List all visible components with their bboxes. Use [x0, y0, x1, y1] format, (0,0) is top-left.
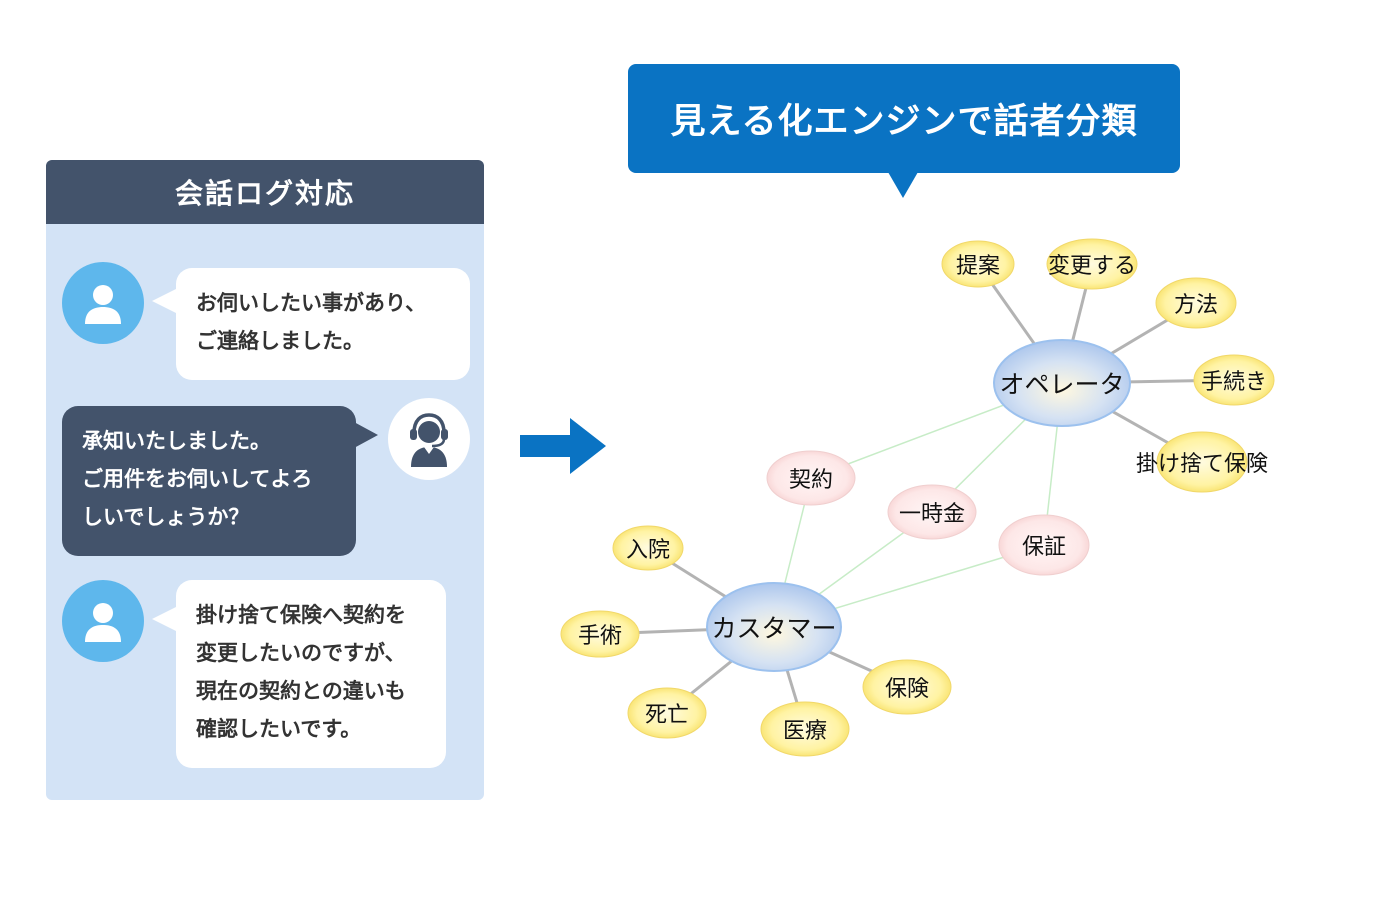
- customer-avatar-1: [62, 262, 144, 344]
- chat-line: 承知いたしました。: [82, 429, 271, 453]
- bubble-tail-1: [152, 288, 178, 314]
- operator-term-node: [1156, 431, 1248, 493]
- chat-line: ご連絡しました。: [196, 329, 364, 353]
- user-icon: [85, 603, 121, 642]
- customer-term-node: [612, 525, 684, 571]
- chat-line: お伺いしたい事があり、: [196, 291, 427, 315]
- operator-term-node: [1046, 238, 1138, 290]
- shared-term-node: [766, 450, 856, 506]
- chat-line: ご用件をお伺いしてよろ: [82, 467, 313, 491]
- chat-bubble-customer-2: 掛け捨て保険へ契約を 変更したいのですが、 現在の契約との違いも 確認したいです…: [176, 580, 446, 768]
- chat-line: 現在の契約との違いも: [196, 679, 406, 703]
- chat-log-panel-header: 会話ログ対応: [46, 160, 484, 224]
- operator-headset-icon: [410, 413, 448, 467]
- bubble-tail-2: [354, 422, 378, 448]
- chat-line: 確認したいです。: [196, 717, 362, 741]
- right-arrow-icon: [520, 418, 606, 474]
- shared-term-node: [887, 484, 977, 540]
- operator-term-node: [1155, 277, 1237, 329]
- chat-bubble-customer-1: お伺いしたい事があり、 ご連絡しました。: [176, 268, 470, 380]
- user-icon: [85, 285, 121, 324]
- operator-term-node: [1193, 354, 1275, 406]
- operator-term-node: [941, 240, 1015, 288]
- customer-avatar-2: [62, 580, 144, 662]
- speaker-node-customer: [706, 582, 842, 672]
- chat-line: しいでしょうか？: [82, 505, 250, 529]
- bubble-tail-3: [152, 606, 178, 632]
- title-callout: 見える化エンジンで話者分類: [628, 64, 1180, 173]
- customer-term-node: [560, 610, 640, 658]
- chat-line: 掛け捨て保険へ契約を: [196, 603, 406, 627]
- chat-line: 変更したいのですが、: [196, 641, 406, 665]
- speaker-node-operator: [993, 339, 1131, 427]
- shared-term-node: [998, 514, 1090, 576]
- page-title: 見える化エンジンで話者分類: [670, 102, 1138, 142]
- customer-term-node: [627, 687, 707, 739]
- chat-log-panel: 会話ログ対応 お伺いしたい事があり、 ご連絡しました。 承知いたしました。 ご用…: [46, 160, 484, 800]
- chat-bubble-operator: 承知いたしました。 ご用件をお伺いしてよろ しいでしょうか？: [62, 406, 356, 556]
- callout-tail: [888, 172, 918, 198]
- customer-term-node: [760, 701, 850, 757]
- operator-avatar: [388, 398, 470, 480]
- customer-term-node: [862, 659, 952, 715]
